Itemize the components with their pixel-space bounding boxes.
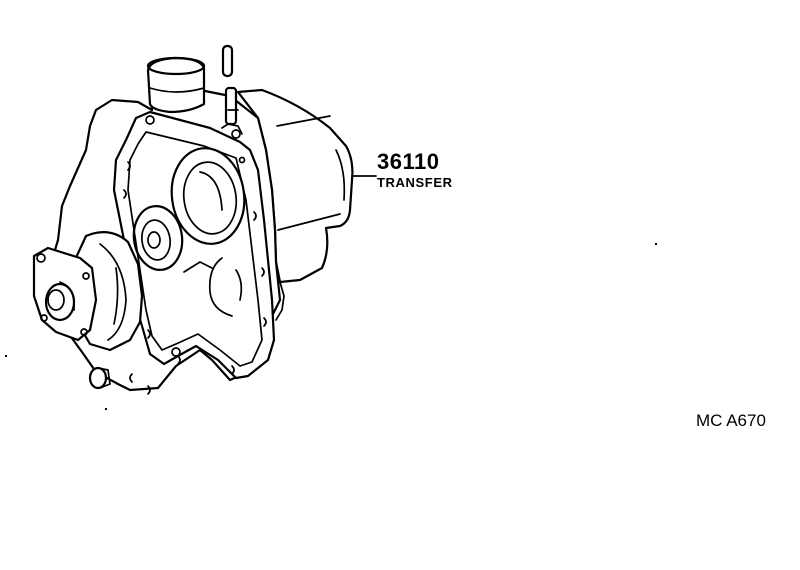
part-number-label: 36110 xyxy=(377,149,440,174)
rear-housing xyxy=(236,88,354,321)
illustration-reference-code: MC A670 xyxy=(696,411,766,430)
output-flange xyxy=(32,231,181,395)
part-name-label: TRANSFER xyxy=(377,175,453,190)
front-cover xyxy=(112,110,276,380)
